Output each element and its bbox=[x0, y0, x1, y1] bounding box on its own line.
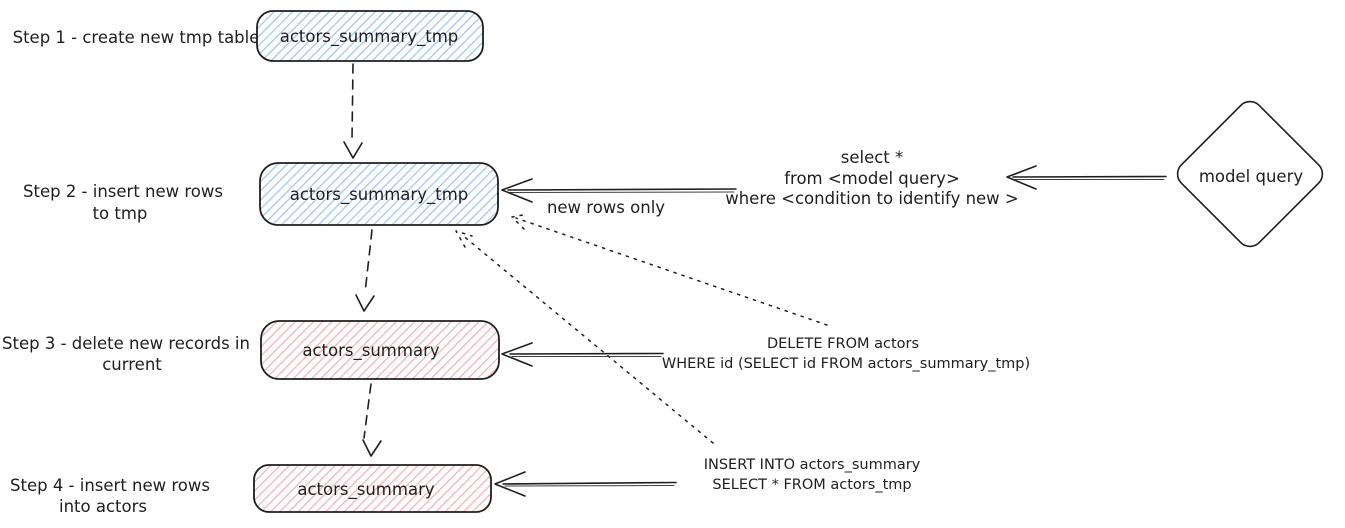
select-sql-line2: from <model query> bbox=[784, 169, 960, 188]
arrow-step1-to-step2 bbox=[343, 63, 363, 159]
arrow-line bbox=[363, 383, 372, 439]
delete-sql-line1: DELETE FROM actors bbox=[767, 336, 919, 352]
arrow-sql-into-tmp bbox=[501, 178, 737, 203]
select-sql-line1: select * bbox=[841, 148, 904, 167]
step-4-node-box bbox=[253, 464, 492, 513]
step-4-group: Step 4 - insert new rows into actors act… bbox=[10, 464, 492, 516]
delete-sql-line2: WHERE id (SELECT id FROM actors_summary_… bbox=[662, 356, 1030, 372]
arrowhead-down-icon bbox=[355, 294, 375, 312]
arrowhead-left-icon bbox=[494, 471, 526, 497]
dotted-ref-insert-to-tmp bbox=[455, 230, 714, 444]
step-3-group: Step 3 - delete new records in current a… bbox=[2, 320, 500, 380]
arrow-line bbox=[502, 481, 677, 485]
insert-sql-line1: INSERT INTO actors_summary bbox=[704, 457, 921, 473]
annotation-select-sql: select * from <model query> where <condi… bbox=[725, 148, 1019, 208]
dotted-ref-delete-to-tmp bbox=[511, 213, 828, 326]
annotation-delete-sql: DELETE FROM actors WHERE id (SELECT id F… bbox=[662, 336, 1030, 372]
arrow-line bbox=[364, 229, 373, 294]
model-query-label: model query bbox=[1199, 167, 1303, 186]
step-1-node-label: actors_summary_tmp bbox=[280, 27, 459, 47]
arrowhead-left-icon bbox=[1006, 165, 1037, 190]
step-4-node-label: actors_summary bbox=[297, 480, 434, 500]
arrow-delete-into-summary bbox=[501, 342, 664, 367]
step-4-caption-line1: Step 4 - insert new rows bbox=[10, 476, 210, 495]
arrow-line-sketch bbox=[509, 191, 735, 193]
step-4-caption-line2: into actors bbox=[59, 497, 147, 516]
arrow-line bbox=[1012, 175, 1167, 178]
step-3-caption-line1: Step 3 - delete new records in bbox=[2, 334, 250, 353]
arrowhead-upleft-icon bbox=[455, 230, 473, 248]
step-3-node-label: actors_summary bbox=[302, 341, 439, 361]
step-1-group: Step 1 - create new tmp table actors_sum… bbox=[13, 10, 484, 62]
insert-sql-line2: SELECT * FROM actors_tmp bbox=[712, 477, 911, 493]
arrow-step3-to-step4 bbox=[362, 383, 382, 457]
arrow-line bbox=[351, 63, 354, 141]
step-2-node-label: actors_summary_tmp bbox=[290, 185, 469, 205]
step-1-node-box bbox=[256, 10, 484, 62]
select-sql-line3: where <condition to identify new > bbox=[725, 189, 1019, 208]
step-2-node-box bbox=[259, 162, 499, 226]
arrowhead-left-icon bbox=[501, 342, 533, 367]
arrow-insert-into-summary bbox=[494, 471, 677, 497]
annotation-new-rows-only: new rows only bbox=[547, 198, 665, 217]
arrow-line-sketch bbox=[504, 485, 675, 487]
arrow-step2-to-step3 bbox=[355, 229, 375, 312]
step-3-node-box bbox=[260, 320, 500, 380]
arrowhead-down-icon bbox=[343, 141, 363, 159]
step-1-caption: Step 1 - create new tmp table bbox=[13, 28, 260, 47]
arrowhead-left-icon bbox=[501, 178, 533, 203]
arrow-line bbox=[507, 188, 737, 191]
arrowhead-down-icon bbox=[362, 439, 382, 457]
step-2-caption-line1: Step 2 - insert new rows bbox=[23, 182, 223, 201]
arrowhead-upleft-icon bbox=[511, 213, 529, 230]
arrow-model-query-to-sql bbox=[1006, 165, 1167, 190]
model-query-diamond bbox=[1176, 100, 1324, 248]
model-query-node: model query bbox=[1176, 100, 1324, 248]
step-2-caption-line2: to tmp bbox=[93, 204, 148, 223]
annotation-insert-sql: INSERT INTO actors_summary SELECT * FROM… bbox=[704, 457, 921, 493]
dotted-line bbox=[515, 217, 828, 326]
arrow-line bbox=[509, 352, 664, 355]
step-2-group: Step 2 - insert new rows to tmp actors_s… bbox=[23, 162, 499, 226]
step-3-caption-line2: current bbox=[102, 355, 162, 374]
